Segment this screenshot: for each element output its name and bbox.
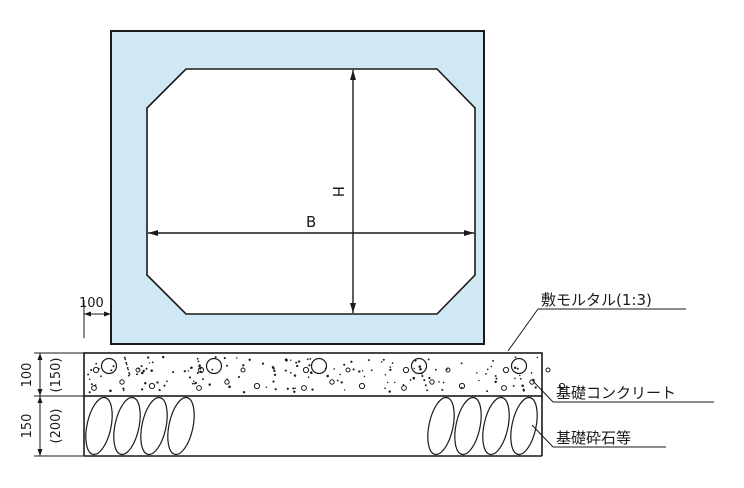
gravel-stones-right bbox=[427, 396, 538, 456]
foundation-gravel-layer bbox=[83, 396, 543, 457]
leader-foundation-concrete bbox=[531, 379, 714, 403]
label-gravel-thickness: 150 bbox=[20, 414, 35, 439]
dimension-wall-thickness bbox=[83, 300, 111, 338]
culvert-inner-opening bbox=[146, 68, 476, 315]
label-gravel-thickness-alt: (200) bbox=[49, 409, 64, 444]
label-inner-width: B bbox=[306, 213, 316, 231]
label-wall-thickness: 100 bbox=[79, 296, 104, 311]
dimension-h bbox=[350, 70, 356, 313]
concrete-aggregate-texture bbox=[87, 355, 566, 394]
label-foundation-concrete: 基礎コンクリート bbox=[556, 384, 676, 402]
label-concrete-thickness: 100 bbox=[20, 363, 35, 388]
leader-mortar-bed bbox=[507, 308, 686, 352]
label-inner-height: H bbox=[329, 186, 347, 197]
label-foundation-gravel: 基礎砕石等 bbox=[556, 429, 631, 447]
label-mortar-bed: 敷モルタル(1:3) bbox=[541, 291, 652, 309]
gravel-stones-left bbox=[85, 396, 195, 456]
dimension-b bbox=[148, 230, 474, 236]
dimension-layer-thickness bbox=[34, 352, 84, 457]
leader-foundation-gravel bbox=[531, 424, 666, 448]
label-concrete-thickness-alt: (150) bbox=[49, 358, 64, 393]
